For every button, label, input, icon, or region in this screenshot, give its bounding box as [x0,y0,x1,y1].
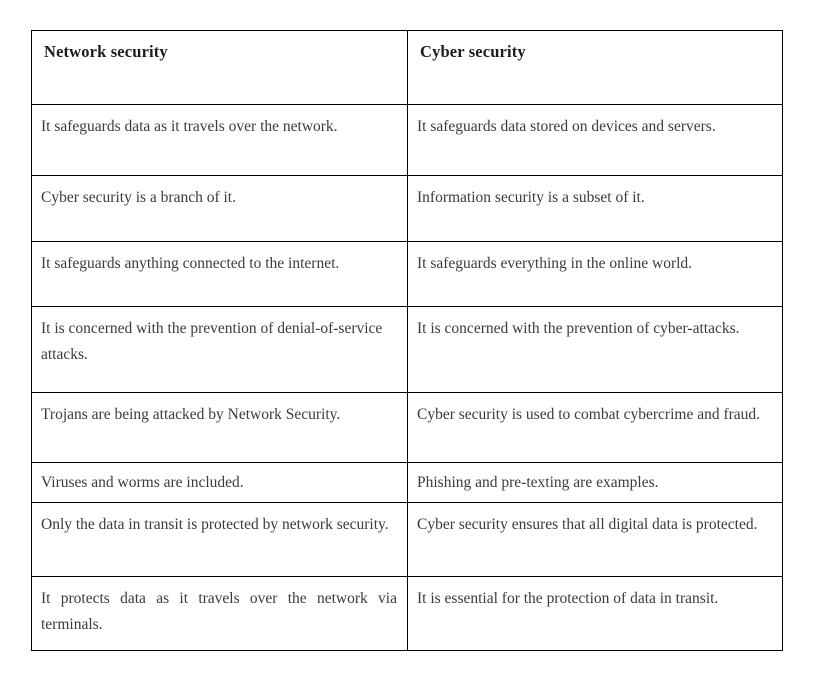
cell-network-security: Only the data in transit is protected by… [31,502,408,577]
cell-text: It safeguards everything in the online w… [417,255,693,272]
cell-text: Cyber security ensures that all digital … [417,516,758,533]
table-row: It safeguards anything connected to the … [31,241,783,307]
cell-network-security: It safeguards data as it travels over th… [31,104,408,176]
cell-network-security: It is concerned with the prevention of d… [31,306,408,393]
cell-text: Information security is a subset of it. [417,189,645,206]
cell-network-security: It safeguards anything connected to the … [31,241,408,307]
cell-text: Trojans are being attacked by Network Se… [41,406,341,423]
cell-cyber-security: Phishing and pre-texting are examples. [407,462,783,503]
column-header-cyber-security: Cyber security [407,30,783,105]
cell-cyber-security: It safeguards data stored on devices and… [407,104,783,176]
table-row: It protects data as it travels over the … [31,576,783,651]
cell-cyber-security: Cyber security is used to combat cybercr… [407,392,783,463]
cell-text: It safeguards anything connected to the … [41,255,340,272]
cell-cyber-security: It safeguards everything in the online w… [407,241,783,307]
table-row: Cyber security is a branch of it. Inform… [31,175,783,242]
comparison-table: Network security Cyber security It safeg… [31,30,783,651]
cell-network-security: Trojans are being attacked by Network Se… [31,392,408,463]
cell-cyber-security: Information security is a subset of it. [407,175,783,242]
cell-text: Phishing and pre-texting are examples. [417,474,659,491]
table-body: It safeguards data as it travels over th… [31,104,783,651]
cell-network-security: Cyber security is a branch of it. [31,175,408,242]
cell-cyber-security: It is concerned with the prevention of c… [407,306,783,393]
column-header-network-security: Network security [31,30,408,105]
cell-text: It is concerned with the prevention of c… [417,320,740,337]
cell-text: Cyber security is used to combat cybercr… [417,406,761,423]
cell-text: It protects data as it travels over the … [41,590,397,633]
table-header-row: Network security Cyber security [31,30,783,105]
cell-text: Only the data in transit is protected by… [41,516,389,533]
table-row: Trojans are being attacked by Network Se… [31,392,783,463]
cell-text: It is essential for the protection of da… [417,590,719,607]
table-row: It is concerned with the prevention of d… [31,306,783,393]
table-row: Only the data in transit is protected by… [31,502,783,577]
cell-cyber-security: It is essential for the protection of da… [407,576,783,651]
cell-text: Viruses and worms are included. [41,474,244,491]
cell-network-security: It protects data as it travels over the … [31,576,408,651]
table-row: It safeguards data as it travels over th… [31,104,783,176]
cell-text: It safeguards data as it travels over th… [41,118,338,135]
cell-text: It is concerned with the prevention of d… [41,320,383,363]
cell-network-security: Viruses and worms are included. [31,462,408,503]
cell-text: It safeguards data stored on devices and… [417,118,716,135]
cell-cyber-security: Cyber security ensures that all digital … [407,502,783,577]
table-row: Viruses and worms are included. Phishing… [31,462,783,503]
table-header: Network security Cyber security [31,30,783,105]
cell-text: Cyber security is a branch of it. [41,189,236,206]
